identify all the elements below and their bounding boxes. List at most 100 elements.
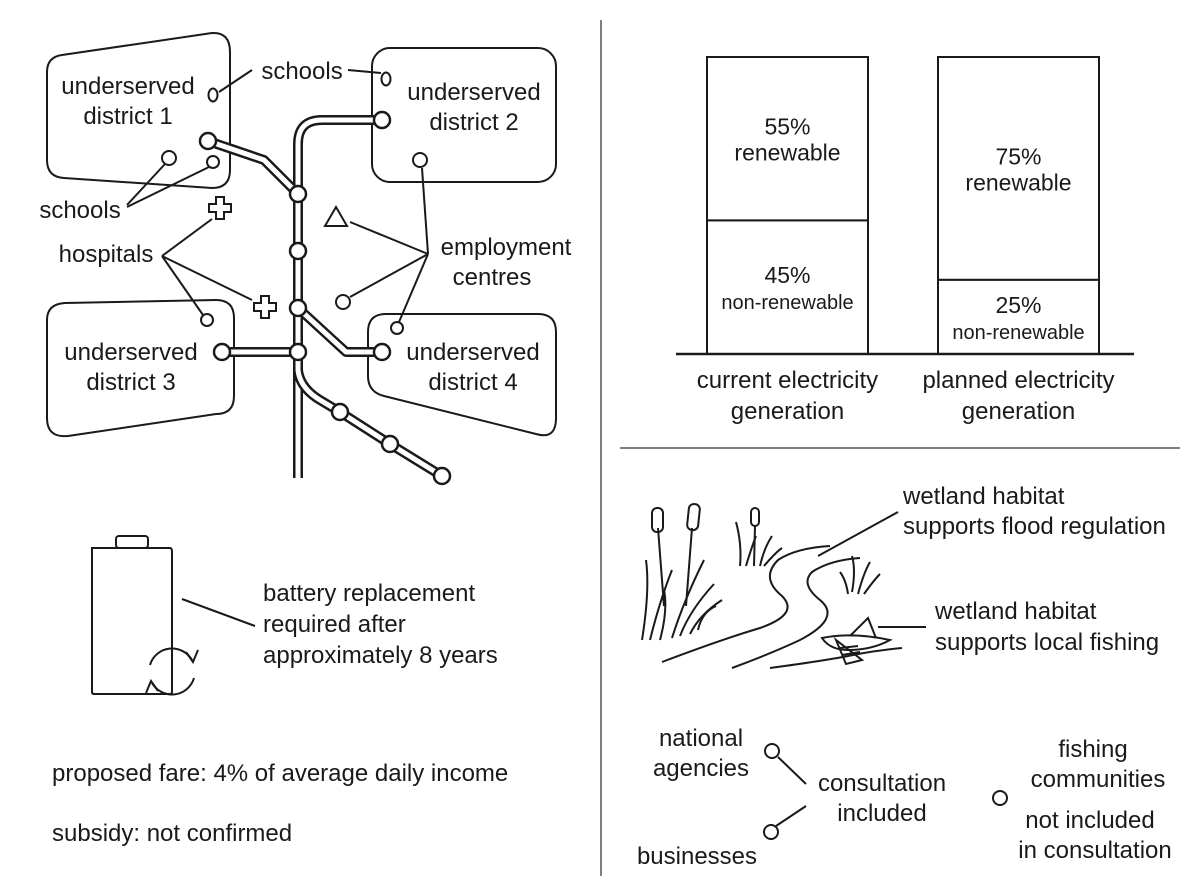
station (198, 131, 218, 151)
consultation-leader (777, 756, 807, 785)
district-1-label-line2: district 1 (83, 103, 172, 130)
bar-segment-label: renewable (965, 169, 1071, 195)
schools-leader (126, 163, 166, 206)
employment-leader (349, 221, 429, 255)
bar-value-label: 55% (764, 114, 810, 140)
consultation-section: national agencies consultation included … (637, 725, 1172, 870)
category-label: generation (962, 398, 1075, 425)
school-marker (380, 71, 392, 87)
district-3-box (46, 298, 235, 438)
fishing-boat-icon (820, 616, 893, 666)
grass-tuft-icon (839, 555, 881, 595)
river-bank (769, 647, 903, 669)
battery-terminal (115, 535, 149, 549)
businesses-node (763, 824, 779, 840)
employment-label-line1: employment (441, 234, 572, 261)
not-included-line1: not included (1025, 807, 1154, 834)
employment-label-line2: centres (453, 264, 532, 291)
station (288, 184, 308, 204)
battery-caption-line2: required after (263, 611, 406, 638)
river-bank (661, 545, 831, 663)
employment-marker (390, 321, 404, 335)
employment-leader (398, 253, 429, 323)
battery-caption-line3: approximately 8 years (263, 642, 498, 669)
schools-label-left: schools (39, 197, 120, 224)
school-marker (207, 87, 219, 103)
national-agencies-line1: national (659, 725, 743, 752)
transit-map: underserved district 1 underserved distr… (39, 31, 572, 486)
schools-leader (126, 166, 210, 208)
hospitals-leader (161, 255, 253, 301)
consultation-leader (775, 805, 807, 827)
employment-leader (421, 167, 429, 255)
bar-segment-label: renewable (734, 140, 840, 166)
not-included-line2: in consultation (1018, 837, 1171, 864)
battery-icon (91, 547, 173, 695)
fishing-communities-node (992, 790, 1008, 806)
transit-stations (198, 110, 452, 486)
category-label: planned electricity (922, 367, 1114, 394)
fishing-label-line2: supports local fishing (935, 629, 1159, 656)
bar-segment-label: non-renewable (721, 292, 853, 314)
subsidy-text: subsidy: not confirmed (52, 820, 292, 847)
bar-value-label: 75% (995, 143, 1041, 169)
battery-leader (181, 598, 256, 627)
bar-value-label: 25% (995, 292, 1041, 318)
battery-caption-line1: battery replacement (263, 580, 475, 607)
station (380, 434, 400, 454)
flood-label-line2: supports flood regulation (903, 513, 1166, 540)
consultation-included-line2: included (837, 800, 926, 827)
bar-segment-non-renewable (706, 219, 869, 355)
recycle-arrows-icon (145, 647, 199, 696)
station (212, 342, 232, 362)
station (288, 241, 308, 261)
district-4-label-line2: district 4 (428, 369, 517, 396)
national-agencies-line2: agencies (653, 755, 749, 782)
consultation-included-line1: consultation (818, 770, 946, 797)
station (432, 466, 452, 486)
district-4-box (367, 313, 557, 437)
proposed-fare-text: proposed fare: 4% of average daily incom… (52, 760, 508, 787)
employment-marker (412, 152, 428, 168)
hospital-marker (200, 313, 214, 327)
wetland-illustration: wetland habitat supports flood regulatio… (641, 483, 1166, 669)
district-1-label-line1: underserved (61, 73, 194, 100)
hospital-cross-icon (253, 295, 277, 319)
flood-leader (817, 511, 899, 557)
reed-icon (735, 507, 783, 567)
bar-segment-renewable (937, 56, 1100, 281)
businesses-label: businesses (637, 843, 757, 870)
employment-leader (349, 253, 429, 298)
station (330, 402, 350, 422)
category-label: generation (731, 398, 844, 425)
district-4-label-line1: underserved (406, 339, 539, 366)
bar-segment-renewable (706, 56, 869, 222)
cattail-icon (641, 503, 723, 641)
hospitals-leader (161, 218, 213, 257)
station (288, 342, 308, 362)
station (372, 110, 392, 130)
hospitals-label: hospitals (59, 241, 154, 268)
school-marker (206, 155, 220, 169)
district-2-label-line1: underserved (407, 79, 540, 106)
hospitals-leader (161, 255, 204, 316)
district-3-label-line2: district 3 (86, 369, 175, 396)
fishing-communities-line1: fishing (1058, 736, 1127, 763)
battery-section: battery replacement required after appro… (91, 535, 498, 696)
river-bank (731, 557, 861, 669)
district-2-label-line2: district 2 (429, 109, 518, 136)
fishing-label-line1: wetland habitat (934, 598, 1097, 625)
district-1-box (46, 31, 231, 190)
flood-label-line1: wetland habitat (902, 483, 1065, 510)
station (372, 342, 392, 362)
schools-leader (347, 69, 382, 74)
category-label: current electricity (697, 367, 878, 394)
employment-triangle-icon (323, 205, 349, 227)
district-3-label-line1: underserved (64, 339, 197, 366)
bar-segment-label: non-renewable (952, 322, 1084, 344)
employment-marker (335, 294, 351, 310)
schools-label-top: schools (261, 58, 342, 85)
station (288, 298, 308, 318)
